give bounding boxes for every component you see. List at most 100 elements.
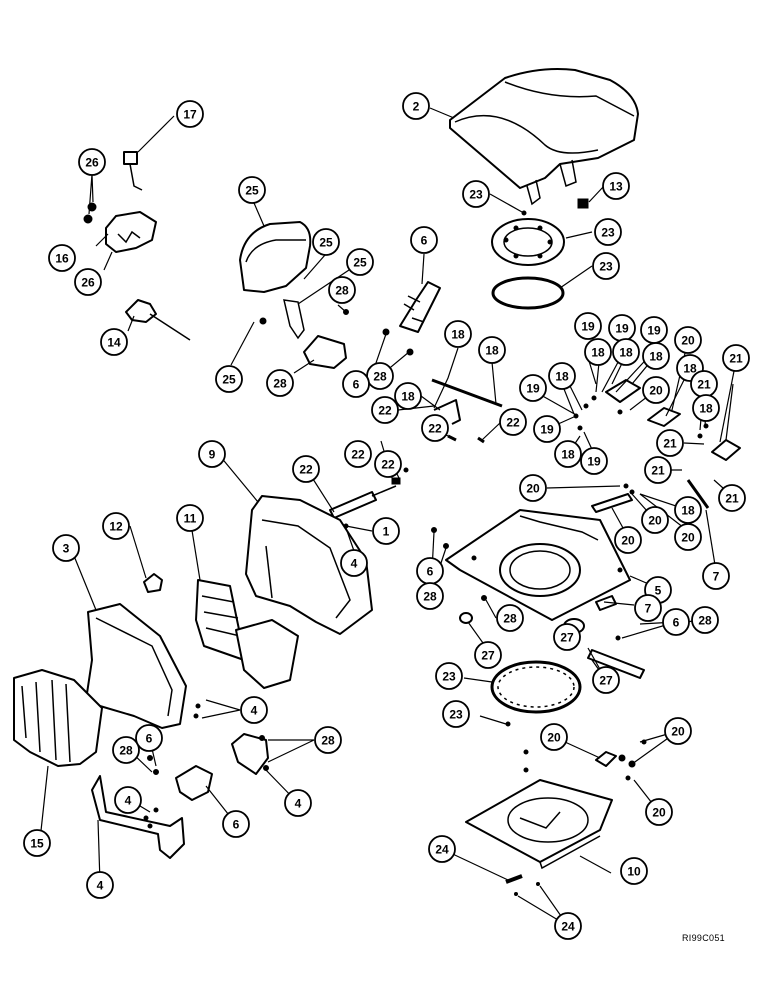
callout-18: 18 bbox=[584, 338, 612, 366]
lumbar-support-part bbox=[195, 579, 299, 689]
callout-circle bbox=[519, 374, 547, 402]
callout-circle bbox=[240, 696, 268, 724]
callout-22: 22 bbox=[499, 408, 527, 436]
callout-circle bbox=[692, 394, 720, 422]
callout-4: 4 bbox=[240, 696, 268, 724]
callout-circle bbox=[519, 474, 547, 502]
suspension-base-part bbox=[445, 509, 631, 621]
callout-circle bbox=[435, 662, 463, 690]
seat-belt-part bbox=[382, 281, 441, 356]
drawing-reference-number: RI99C051 bbox=[682, 933, 725, 943]
callout-circle bbox=[328, 276, 356, 304]
callout-4: 4 bbox=[284, 789, 312, 817]
callout-circle bbox=[553, 623, 581, 651]
callout-label: 18 bbox=[681, 504, 695, 518]
callout-circle bbox=[314, 726, 342, 754]
callout-label: 21 bbox=[663, 437, 677, 451]
callout-label: 18 bbox=[683, 362, 697, 376]
callout-28: 28 bbox=[366, 362, 394, 390]
callout-21: 21 bbox=[718, 484, 746, 512]
callout-label: 5 bbox=[655, 584, 662, 598]
callout-19: 19 bbox=[608, 314, 636, 342]
callout-label: 6 bbox=[353, 378, 360, 392]
callout-label: 25 bbox=[353, 256, 367, 270]
callout-label: 25 bbox=[319, 236, 333, 250]
callout-18: 18 bbox=[394, 382, 422, 410]
callout-19: 19 bbox=[640, 316, 668, 344]
callout-label: 3 bbox=[63, 542, 70, 556]
callout-19: 19 bbox=[574, 312, 602, 340]
callout-19: 19 bbox=[519, 374, 547, 402]
callout-label: 20 bbox=[681, 334, 695, 348]
callout-28: 28 bbox=[496, 604, 524, 632]
callout-circle bbox=[674, 326, 702, 354]
bolt-part bbox=[577, 198, 589, 209]
callout-circle bbox=[402, 92, 430, 120]
callout-circle bbox=[533, 415, 561, 443]
callout-circle bbox=[656, 429, 684, 457]
callout-20: 20 bbox=[645, 798, 673, 826]
callout-label: 28 bbox=[119, 744, 133, 758]
callout-23: 23 bbox=[594, 218, 622, 246]
callout-label: 22 bbox=[506, 416, 520, 430]
callout-circle bbox=[112, 736, 140, 764]
callout-20: 20 bbox=[540, 723, 568, 751]
callout-label: 6 bbox=[673, 616, 680, 630]
callout-label: 22 bbox=[351, 448, 365, 462]
callout-20: 20 bbox=[641, 506, 669, 534]
callout-circle bbox=[644, 456, 672, 484]
callout-23: 23 bbox=[462, 180, 490, 208]
callout-label: 6 bbox=[233, 818, 240, 832]
callout-11: 11 bbox=[176, 504, 204, 532]
callout-label: 23 bbox=[469, 188, 483, 202]
callout-circle bbox=[421, 414, 449, 442]
callout-circle bbox=[664, 717, 692, 745]
callout-circle bbox=[612, 338, 640, 366]
callout-label: 18 bbox=[561, 448, 575, 462]
callout-label: 4 bbox=[97, 879, 104, 893]
callout-circle bbox=[48, 244, 76, 272]
callout-label: 21 bbox=[697, 378, 711, 392]
callout-22: 22 bbox=[344, 440, 372, 468]
callout-7: 7 bbox=[634, 594, 662, 622]
callout-circle bbox=[346, 248, 374, 276]
callout-23: 23 bbox=[442, 700, 470, 728]
callout-28: 28 bbox=[416, 582, 444, 610]
callout-circle bbox=[176, 504, 204, 532]
callout-circle bbox=[662, 608, 690, 636]
callout-label: 14 bbox=[107, 336, 121, 350]
callout-20: 20 bbox=[642, 376, 670, 404]
callout-circle bbox=[340, 549, 368, 577]
callout-28: 28 bbox=[266, 369, 294, 397]
callout-4: 4 bbox=[86, 871, 114, 899]
callout-18: 18 bbox=[692, 394, 720, 422]
callout-label: 18 bbox=[699, 402, 713, 416]
callout-circle bbox=[114, 786, 142, 814]
callout-circle bbox=[442, 700, 470, 728]
callout-circle bbox=[592, 666, 620, 694]
callout-label: 6 bbox=[421, 234, 428, 248]
callout-6: 6 bbox=[410, 226, 438, 254]
callout-label: 23 bbox=[601, 226, 615, 240]
callout-18: 18 bbox=[642, 342, 670, 370]
armrest-part bbox=[239, 221, 312, 340]
callout-circle bbox=[176, 100, 204, 128]
callout-label: 28 bbox=[698, 614, 712, 628]
callout-label: 18 bbox=[649, 350, 663, 364]
callout-28: 28 bbox=[112, 736, 140, 764]
callout-25: 25 bbox=[238, 176, 266, 204]
callout-label: 27 bbox=[599, 674, 613, 688]
callout-20: 20 bbox=[674, 326, 702, 354]
callout-label: 4 bbox=[351, 557, 358, 571]
callout-label: 4 bbox=[295, 797, 302, 811]
callout-18: 18 bbox=[444, 320, 472, 348]
callout-circle bbox=[641, 506, 669, 534]
callout-label: 20 bbox=[547, 731, 561, 745]
callout-circle bbox=[100, 328, 128, 356]
callout-label: 19 bbox=[540, 423, 554, 437]
callout-label: 19 bbox=[647, 324, 661, 338]
callout-label: 24 bbox=[561, 920, 575, 934]
callout-label: 21 bbox=[725, 492, 739, 506]
callout-22: 22 bbox=[292, 455, 320, 483]
callout-circle bbox=[580, 447, 608, 475]
